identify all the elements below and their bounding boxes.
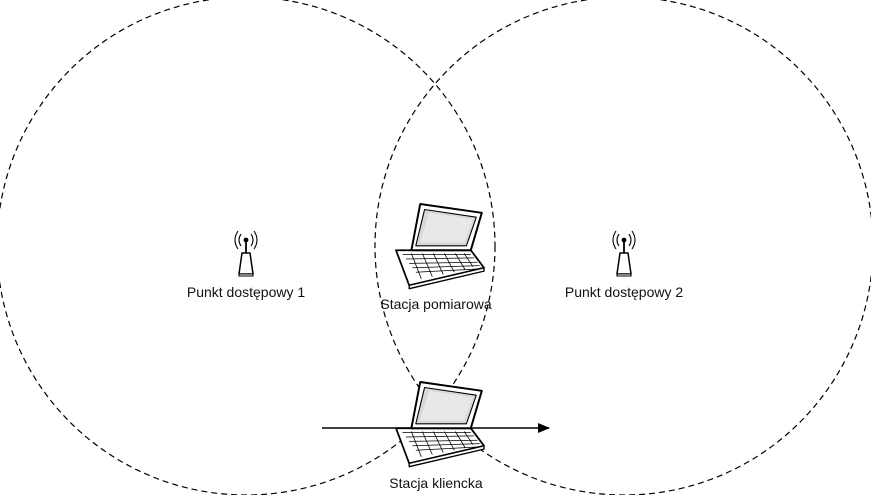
access-point-2-label: Punkt dostępowy 2 — [564, 284, 684, 300]
coverage-area-ap2 — [374, 0, 871, 495]
laptop-icon — [395, 203, 485, 290]
measurement-station-label: Stacja pomiarowa — [380, 296, 492, 312]
laptop-icon — [395, 381, 485, 468]
access-point-1-label: Punkt dostępowy 1 — [186, 284, 306, 300]
client-station-label: Stacja kliencka — [389, 475, 483, 491]
coverage-area-ap1 — [0, 0, 496, 495]
wifi-access-point-icon — [612, 230, 636, 277]
wifi-access-point-icon — [234, 230, 258, 277]
